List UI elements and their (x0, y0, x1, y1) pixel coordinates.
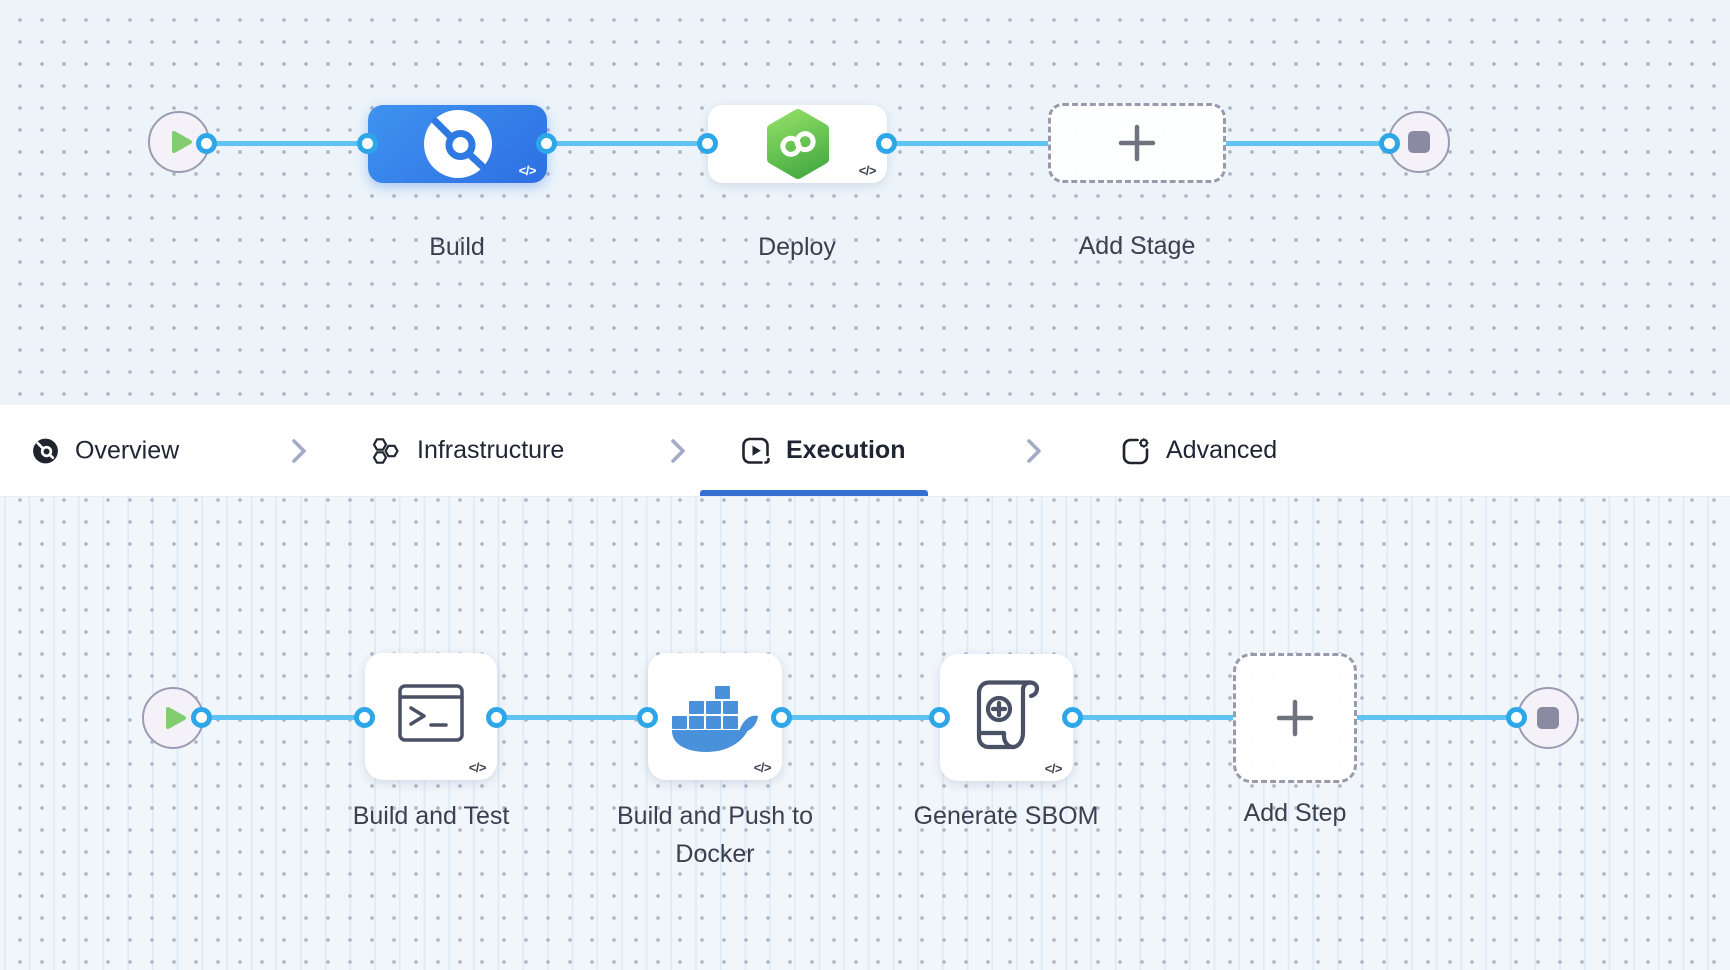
edge-addstage-end (1226, 141, 1390, 146)
port[interactable] (1062, 707, 1083, 728)
infrastructure-icon (372, 437, 399, 464)
port[interactable] (876, 133, 897, 154)
edge-sbom-addstep (1073, 715, 1233, 720)
terminal-icon (398, 683, 464, 742)
execution-icon (742, 437, 770, 464)
step-node-generate-sbom[interactable]: </> (940, 654, 1073, 781)
edge-deploy-addstage (887, 141, 1048, 146)
stop-icon (1537, 707, 1559, 729)
chevron-right-icon (292, 438, 306, 463)
overview-icon (33, 438, 58, 463)
stop-icon (1408, 131, 1430, 153)
port[interactable] (196, 133, 217, 154)
steps-end-node[interactable] (1517, 687, 1579, 749)
plus-icon (1118, 124, 1156, 162)
tab-execution[interactable]: Execution (741, 436, 905, 466)
add-stage-button[interactable] (1048, 103, 1226, 183)
chevron-right-icon (671, 438, 685, 463)
step-label-generate-sbom: Generate SBOM (913, 802, 1099, 830)
code-badge: </> (518, 163, 537, 178)
tab-label: Infrastructure (417, 436, 565, 464)
code-badge: </> (753, 760, 772, 775)
step-label-build-and-test: Build and Test (352, 802, 510, 830)
step-node-build-and-test[interactable]: </> (365, 653, 497, 780)
ci-build-icon (423, 110, 492, 178)
stage-node-deploy[interactable]: </> (708, 105, 887, 183)
edge-docker-sbom (782, 715, 940, 720)
docker-icon (672, 685, 758, 752)
port[interactable] (357, 133, 378, 154)
port[interactable] (697, 133, 718, 154)
tab-label: Overview (75, 436, 180, 464)
stage-tab-bar: Overview Infrastructure Execution (0, 405, 1730, 497)
edge-start-build (207, 141, 368, 146)
cd-hexagon-icon (766, 109, 829, 179)
stage-label-add-stage: Add Stage (1078, 232, 1196, 260)
stage-canvas[interactable]: </> </> (0, 0, 1730, 405)
port[interactable] (536, 133, 557, 154)
port[interactable] (191, 707, 212, 728)
edge-start-buildtest (202, 715, 365, 720)
edge-addstep-end (1357, 715, 1517, 720)
code-badge: </> (468, 760, 487, 775)
stage-label-build: Build (429, 233, 485, 261)
tab-overview[interactable]: Overview (31, 436, 179, 465)
tab-label: Execution (786, 436, 906, 464)
active-tab-underline (700, 490, 928, 496)
execution-step-canvas[interactable]: </> </> (0, 497, 1730, 970)
tab-advanced[interactable]: Advanced (1121, 436, 1277, 466)
port[interactable] (1506, 707, 1527, 728)
play-icon (166, 707, 186, 729)
edge-build-deploy (547, 141, 708, 146)
port[interactable] (1379, 133, 1400, 154)
play-icon (172, 131, 192, 153)
port[interactable] (929, 707, 950, 728)
step-node-build-and-push-to-docker[interactable]: </> (648, 653, 782, 780)
port[interactable] (486, 707, 507, 728)
port[interactable] (354, 707, 375, 728)
advanced-icon (1122, 437, 1149, 464)
scroll-plus-icon (976, 679, 1039, 749)
stage-label-deploy: Deploy (758, 233, 836, 261)
port[interactable] (771, 707, 792, 728)
code-badge: </> (1044, 761, 1063, 776)
chevron-right-icon (1027, 438, 1041, 463)
code-badge: </> (858, 163, 877, 178)
add-step-button[interactable] (1233, 653, 1357, 783)
tab-infrastructure[interactable]: Infrastructure (370, 436, 564, 466)
plus-icon (1276, 699, 1314, 737)
edge-buildtest-docker (497, 715, 648, 720)
step-label-build-and-push-to-docker: Build and Push to Docker (617, 802, 813, 868)
step-label-add-step: Add Step (1243, 799, 1347, 827)
stage-node-build[interactable]: </> (368, 105, 547, 183)
tab-label: Advanced (1166, 436, 1278, 464)
port[interactable] (637, 707, 658, 728)
